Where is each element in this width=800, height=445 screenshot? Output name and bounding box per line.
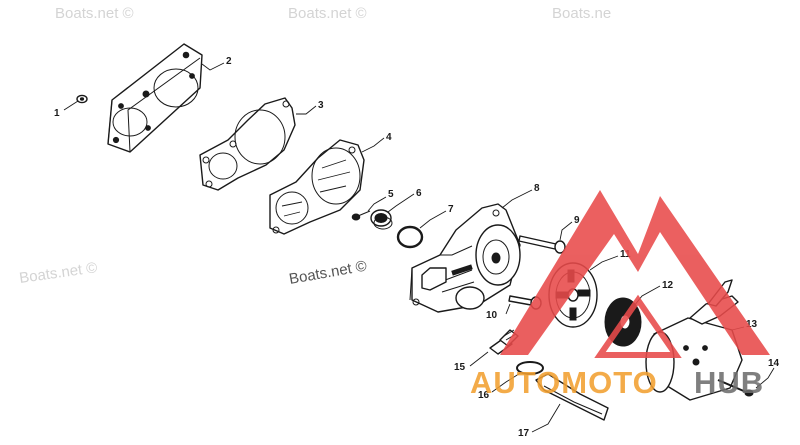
callout-5: 5: [388, 189, 394, 200]
callout-12: 12: [662, 280, 674, 291]
part-17-hose: [535, 373, 609, 421]
part-7-o-ring: [396, 225, 424, 249]
part-14-bolt: [717, 379, 754, 397]
watermark-top-center: Boats.net ©: [288, 5, 367, 22]
callout-8: 8: [534, 183, 540, 194]
callout-9: 9: [574, 215, 580, 226]
part-9-bolt: [518, 235, 566, 254]
part-2-cover-plate: [107, 43, 203, 153]
callout-numbers: 1 2 3 4 5 6 7 8 9 10 11 12 13 14 15 16 1…: [54, 56, 780, 439]
callout-13: 13: [746, 319, 758, 330]
part-1-nut: [76, 94, 88, 104]
part-6-check-valve: [370, 209, 393, 230]
part-8-pump-housing: [409, 203, 521, 313]
logo-inner-triangle: [594, 294, 682, 358]
callout-7: 7: [448, 204, 454, 215]
callout-10: 10: [486, 310, 498, 321]
logo-text-hub: HUB: [694, 365, 764, 400]
logo-text-automoto: AUTOMOTO: [470, 365, 658, 400]
callout-2: 2: [226, 56, 232, 67]
callout-3: 3: [318, 100, 324, 111]
part-16-clamp: [516, 361, 544, 375]
logo-mountain: [500, 190, 770, 355]
callout-17: 17: [518, 428, 530, 439]
watermark-mid-left: Boats.net ©: [18, 259, 98, 287]
watermark-top-right: Boats.ne: [552, 5, 611, 22]
callout-1: 1: [54, 108, 60, 119]
callout-11: 11: [620, 249, 631, 260]
automotohub-logo: AUTOMOTO HUB: [470, 190, 770, 400]
callout-16: 16: [478, 390, 490, 401]
watermark-center: Boats.net ©: [288, 258, 368, 288]
part-5-screw: [351, 210, 371, 221]
callout-15: 15: [454, 362, 466, 373]
leader-lines: [63, 62, 775, 433]
callout-6: 6: [416, 188, 422, 199]
watermark-top-left: Boats.net ©: [55, 5, 134, 22]
part-3-gasket: [199, 97, 296, 191]
part-4-diaphragm: [269, 139, 365, 235]
callout-4: 4: [386, 132, 392, 143]
callout-14: 14: [768, 358, 780, 369]
